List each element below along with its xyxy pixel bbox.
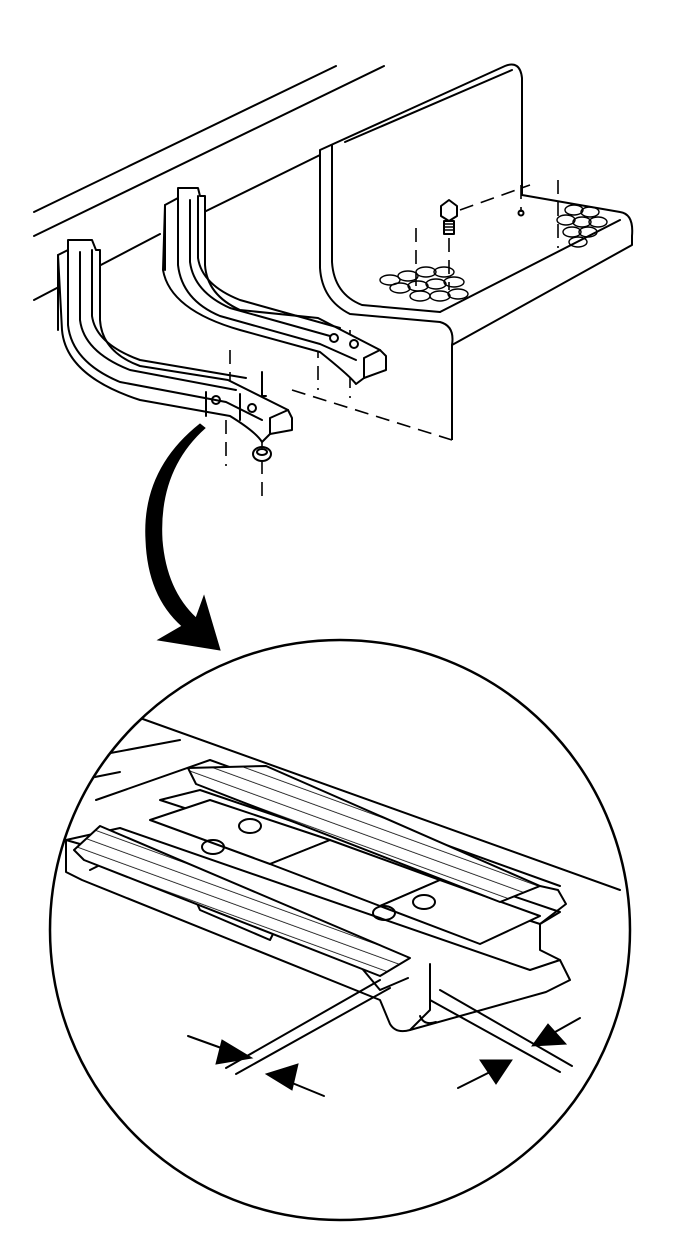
- step-pad: [319, 63, 634, 440]
- front-mounting-bracket: [57, 239, 293, 443]
- bolt: [440, 199, 458, 235]
- tread-grip-left: [379, 266, 469, 302]
- detail-callout-arrow: [145, 423, 221, 651]
- clearance-gap-arrows: [187, 1017, 581, 1097]
- rear-mounting-bracket: [162, 187, 387, 385]
- tread-grip-right: [556, 204, 608, 248]
- detail-view: [48, 638, 632, 1222]
- nut: [252, 446, 272, 462]
